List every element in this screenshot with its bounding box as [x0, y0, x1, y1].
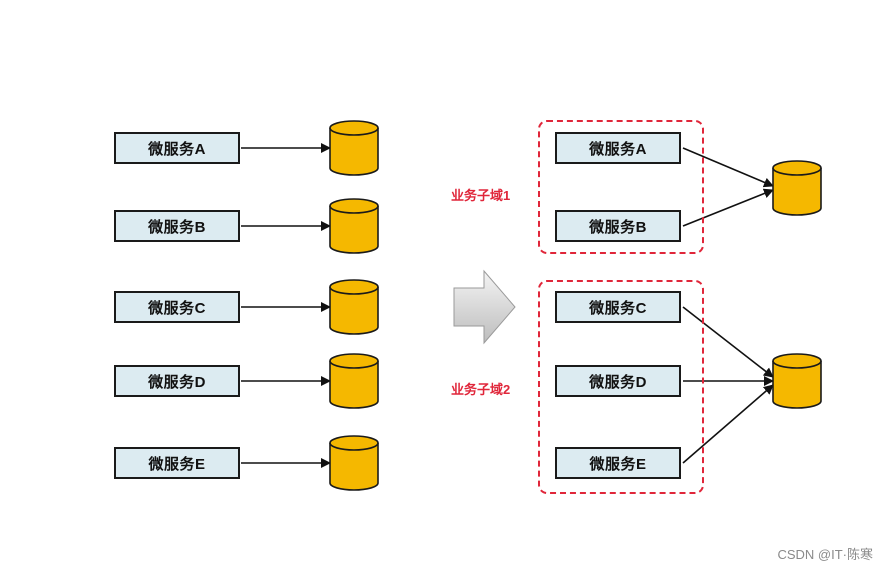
- subdomain-1-label: 业务子域1: [451, 188, 511, 203]
- subdomain-2-label: 业务子域2: [451, 382, 511, 397]
- subdomain-1-frame: [538, 120, 704, 254]
- service-box-d: 微服务D: [114, 365, 240, 397]
- service-box-c: 微服务C: [555, 291, 681, 323]
- service-box-d: 微服务D: [555, 365, 681, 397]
- database-icon: [329, 120, 379, 176]
- arrow-right-b: [682, 188, 774, 227]
- transition-arrow-icon: [453, 269, 516, 345]
- database-icon: [329, 435, 379, 491]
- subdomain-2-frame: [538, 280, 704, 494]
- database-icon: [329, 279, 379, 335]
- service-box-c: 微服务C: [114, 291, 240, 323]
- database-icon: [329, 353, 379, 409]
- service-box-e: 微服务E: [555, 447, 681, 479]
- arrow-right-e: [682, 384, 774, 464]
- database-icon: [772, 160, 822, 216]
- database-icon: [772, 353, 822, 409]
- service-box-b: 微服务B: [555, 210, 681, 242]
- service-box-b: 微服务B: [114, 210, 240, 242]
- database-icon: [329, 198, 379, 254]
- service-box-e: 微服务E: [114, 447, 240, 479]
- watermark: CSDN @IT·陈寒: [777, 547, 873, 562]
- arrow-right-c: [682, 306, 774, 378]
- arrow-right-a: [682, 147, 774, 188]
- service-box-a: 微服务A: [555, 132, 681, 164]
- service-box-a: 微服务A: [114, 132, 240, 164]
